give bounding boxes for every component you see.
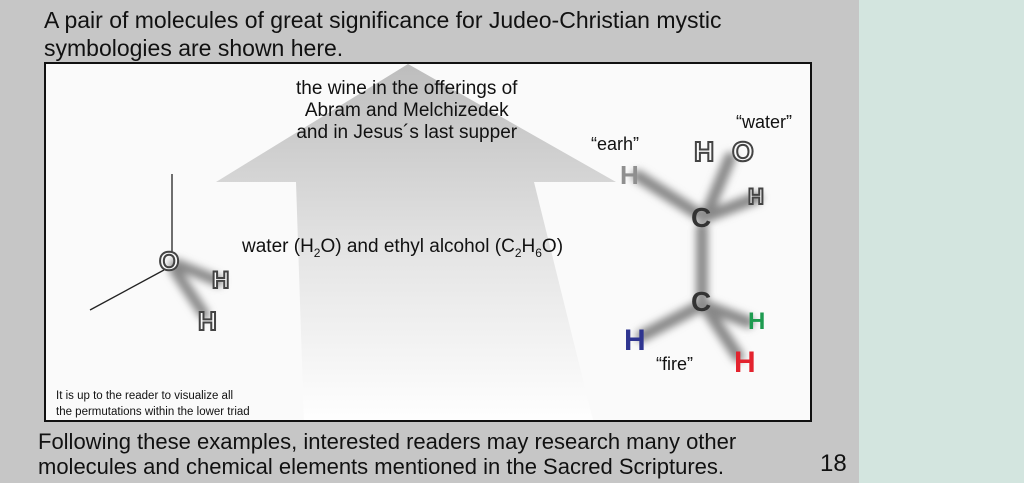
- caption-sub-1: 2: [313, 245, 321, 260]
- water-axis-diagonal: [89, 269, 165, 311]
- ethanol-oxygen-atom: O: [731, 136, 755, 167]
- ethanol-upper-hydrogen-atom: H: [747, 184, 765, 209]
- wine-text: the wine in the offerings of Abram and M…: [296, 78, 517, 144]
- ethanol-bonds: [632, 152, 762, 362]
- earth-hydrogen-atom: H: [620, 160, 639, 190]
- upward-arrow: [216, 64, 616, 420]
- water-hydrogen-atom-2: H: [197, 306, 218, 336]
- wine-line-1: the wine in the offerings of: [296, 78, 518, 99]
- blue-hydrogen-atom: H: [624, 324, 646, 357]
- water-oxygen-atom: O: [158, 246, 180, 276]
- side-panel: [859, 0, 1024, 483]
- water-bonds: [168, 258, 224, 320]
- wine-line-3: and in Jesus´s last supper: [296, 122, 518, 143]
- water-hydrogen-atom-1: H: [211, 267, 230, 294]
- molecules-caption: water (H2O) and ethyl alcohol (C2H6O): [242, 236, 563, 264]
- caption-part-3: H: [521, 236, 536, 257]
- caption-part-4: O): [541, 236, 564, 257]
- wine-line-2: Abram and Melchizedek: [304, 100, 509, 121]
- outro-text: Following these examples, interested rea…: [38, 429, 737, 479]
- green-hydrogen-atom: H: [748, 308, 766, 335]
- water-label: “water”: [736, 112, 793, 132]
- figure-art: [89, 64, 762, 420]
- reader-note: It is up to the reader to visualize all …: [56, 388, 250, 420]
- ethanol-carbon-atom-1: C: [691, 202, 712, 233]
- earth-label: “earh”: [591, 134, 640, 154]
- ethanol-carbon-atom-2: C: [691, 286, 712, 317]
- note-line-2: the permutations within the lower triad: [56, 406, 250, 418]
- molecule-figure: the wine in the offerings of Abram and M…: [44, 62, 812, 422]
- intro-text: A pair of molecules of great significanc…: [44, 7, 722, 61]
- ethanol-hydroxyl-hydrogen-atom: H: [693, 136, 715, 167]
- caption-sub-2: 2: [514, 245, 522, 260]
- caption-part-2: O) and ethyl alcohol (C: [320, 236, 515, 257]
- caption-sub-3: 6: [535, 245, 542, 260]
- page-number: 18: [820, 450, 847, 477]
- red-hydrogen-atom: H: [734, 346, 756, 379]
- note-line-1: It is up to the reader to visualize all: [56, 390, 234, 402]
- caption-part-1: water (H: [242, 236, 314, 257]
- fire-label: “fire”: [656, 354, 693, 374]
